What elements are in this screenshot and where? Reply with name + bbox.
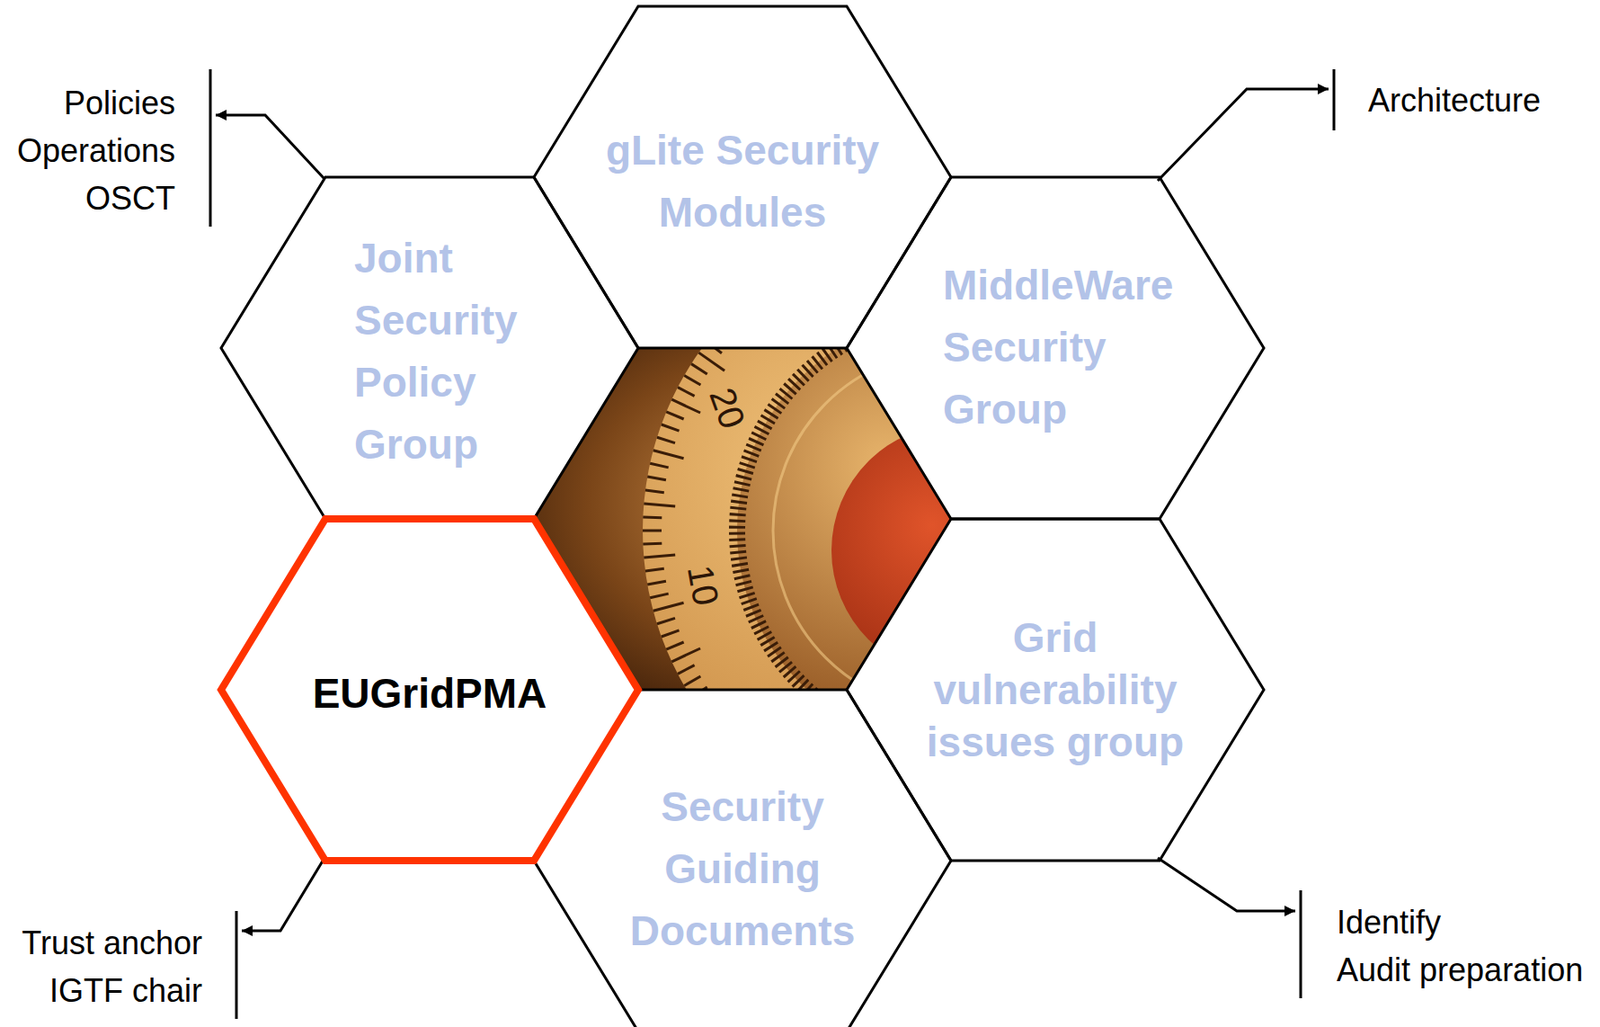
- dial-tick: [684, 375, 701, 386]
- dial-tick: [657, 617, 676, 623]
- dial-tick: [643, 503, 676, 507]
- hexagon-border: [221, 177, 639, 519]
- hexagon-node: gLite Security Modules: [533, 6, 952, 348]
- callout-label: Policies: [63, 79, 176, 127]
- callout-label: Operations: [17, 126, 176, 175]
- group-name: gLite Security Modules: [589, 119, 896, 244]
- hexagon-border: [846, 177, 1264, 519]
- callout-label: IGTF chair: [49, 966, 203, 1014]
- group-name: Joint Security Policy Group: [354, 227, 552, 476]
- dial-tick: [724, 320, 738, 334]
- dial-tick: [698, 690, 725, 709]
- dial-face: [642, 220, 1263, 841]
- dial-tick: [698, 352, 725, 371]
- dial-tick: [642, 542, 662, 546]
- hexagon-outline: [533, 6, 952, 348]
- dial-tick: [671, 648, 701, 662]
- dial-tick: [677, 387, 695, 397]
- dial-number: 10: [675, 560, 730, 609]
- hexagon-border: [533, 689, 952, 1027]
- dial-tick: [653, 602, 685, 611]
- hexagon-node: MiddleWare Security Group: [846, 177, 1264, 519]
- dial-tick: [657, 436, 676, 443]
- dial-tick: [653, 450, 685, 459]
- callout-label: Audit preparation: [1336, 945, 1583, 994]
- leader-line: [241, 857, 325, 931]
- group-name: MiddleWare Security Group: [942, 254, 1204, 441]
- leader-line: [1157, 857, 1296, 911]
- callout-label: Architecture: [1368, 76, 1541, 125]
- dial-tick: [661, 424, 680, 431]
- bracket-bar: [1333, 69, 1336, 131]
- dial-tick: [643, 554, 676, 558]
- dial-tick: [649, 593, 669, 598]
- leader-line: [215, 115, 325, 179]
- hexagon-node: Security Guiding Documents: [533, 689, 952, 1027]
- hexagon-border: [846, 518, 1264, 861]
- callout-label: OSCT: [85, 174, 176, 223]
- hexagon-node: EUGridPMA: [221, 518, 639, 861]
- bracket-bar: [235, 910, 239, 1019]
- hexagon-border: [221, 518, 639, 861]
- group-name: EUGridPMA: [276, 662, 583, 725]
- dial-tick: [671, 399, 701, 413]
- leader-line: [1157, 88, 1329, 181]
- dial-tick: [666, 411, 684, 419]
- group-name: Security Guiding Documents: [621, 775, 864, 962]
- dial-tick: [647, 476, 667, 480]
- dial-tick: [647, 580, 667, 585]
- callout-label: Trust anchor: [21, 918, 203, 967]
- dial-tick: [691, 364, 708, 374]
- bracket-bar: [1299, 889, 1303, 998]
- bracket-bar: [209, 69, 213, 227]
- dial-photo: [533, 220, 1263, 841]
- dial-tick: [642, 529, 662, 533]
- hexagon-node: Grid vulnerability issues group: [846, 518, 1264, 861]
- dial-tick: [649, 462, 669, 468]
- dial-tick: [684, 675, 701, 686]
- group-name: Grid vulnerability issues group: [915, 611, 1195, 768]
- dial-tick: [645, 568, 665, 571]
- dial-tick: [733, 311, 756, 334]
- dial-tick: [661, 630, 680, 637]
- dial-tick: [677, 665, 695, 675]
- hexagon-border: [533, 6, 952, 348]
- dial-tick: [715, 330, 730, 343]
- dial-tick: [645, 489, 665, 493]
- callout-label: Identify: [1336, 897, 1441, 946]
- dial-tick: [642, 515, 662, 519]
- dial-tick: [666, 641, 684, 649]
- hexagon-node: Joint Security Policy Group: [221, 177, 639, 519]
